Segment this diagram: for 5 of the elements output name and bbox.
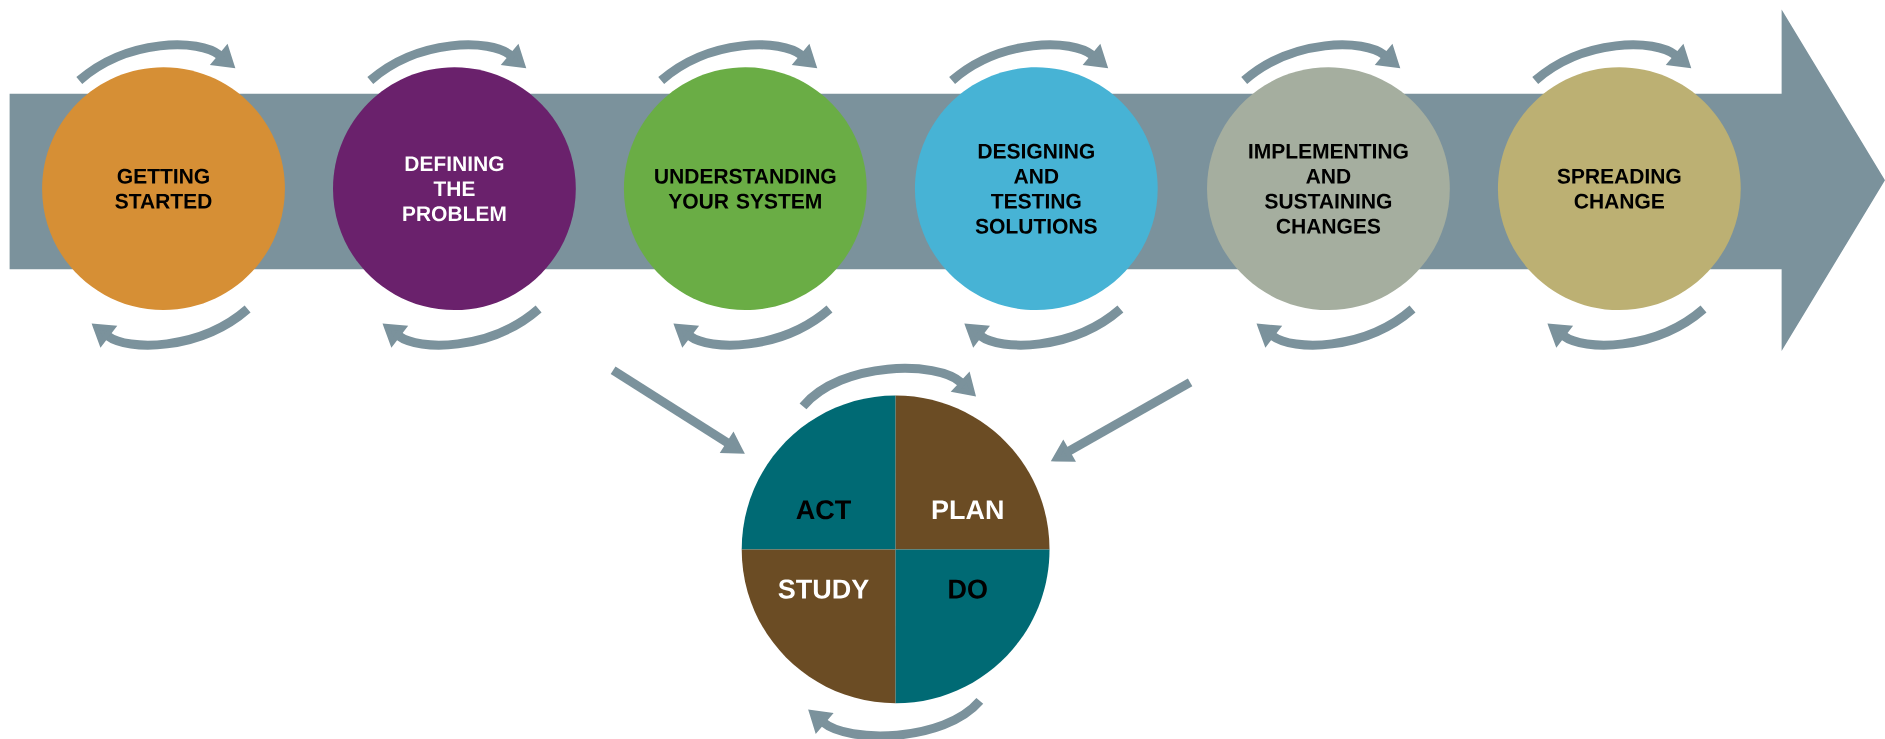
quadrant-label: STUDY — [778, 579, 869, 599]
quadrant-label: PLAN — [932, 500, 1003, 519]
quadrant-label: DO — [949, 579, 987, 599]
quadrant-label: ACT — [796, 500, 851, 520]
cycle-circle — [741, 395, 1050, 704]
